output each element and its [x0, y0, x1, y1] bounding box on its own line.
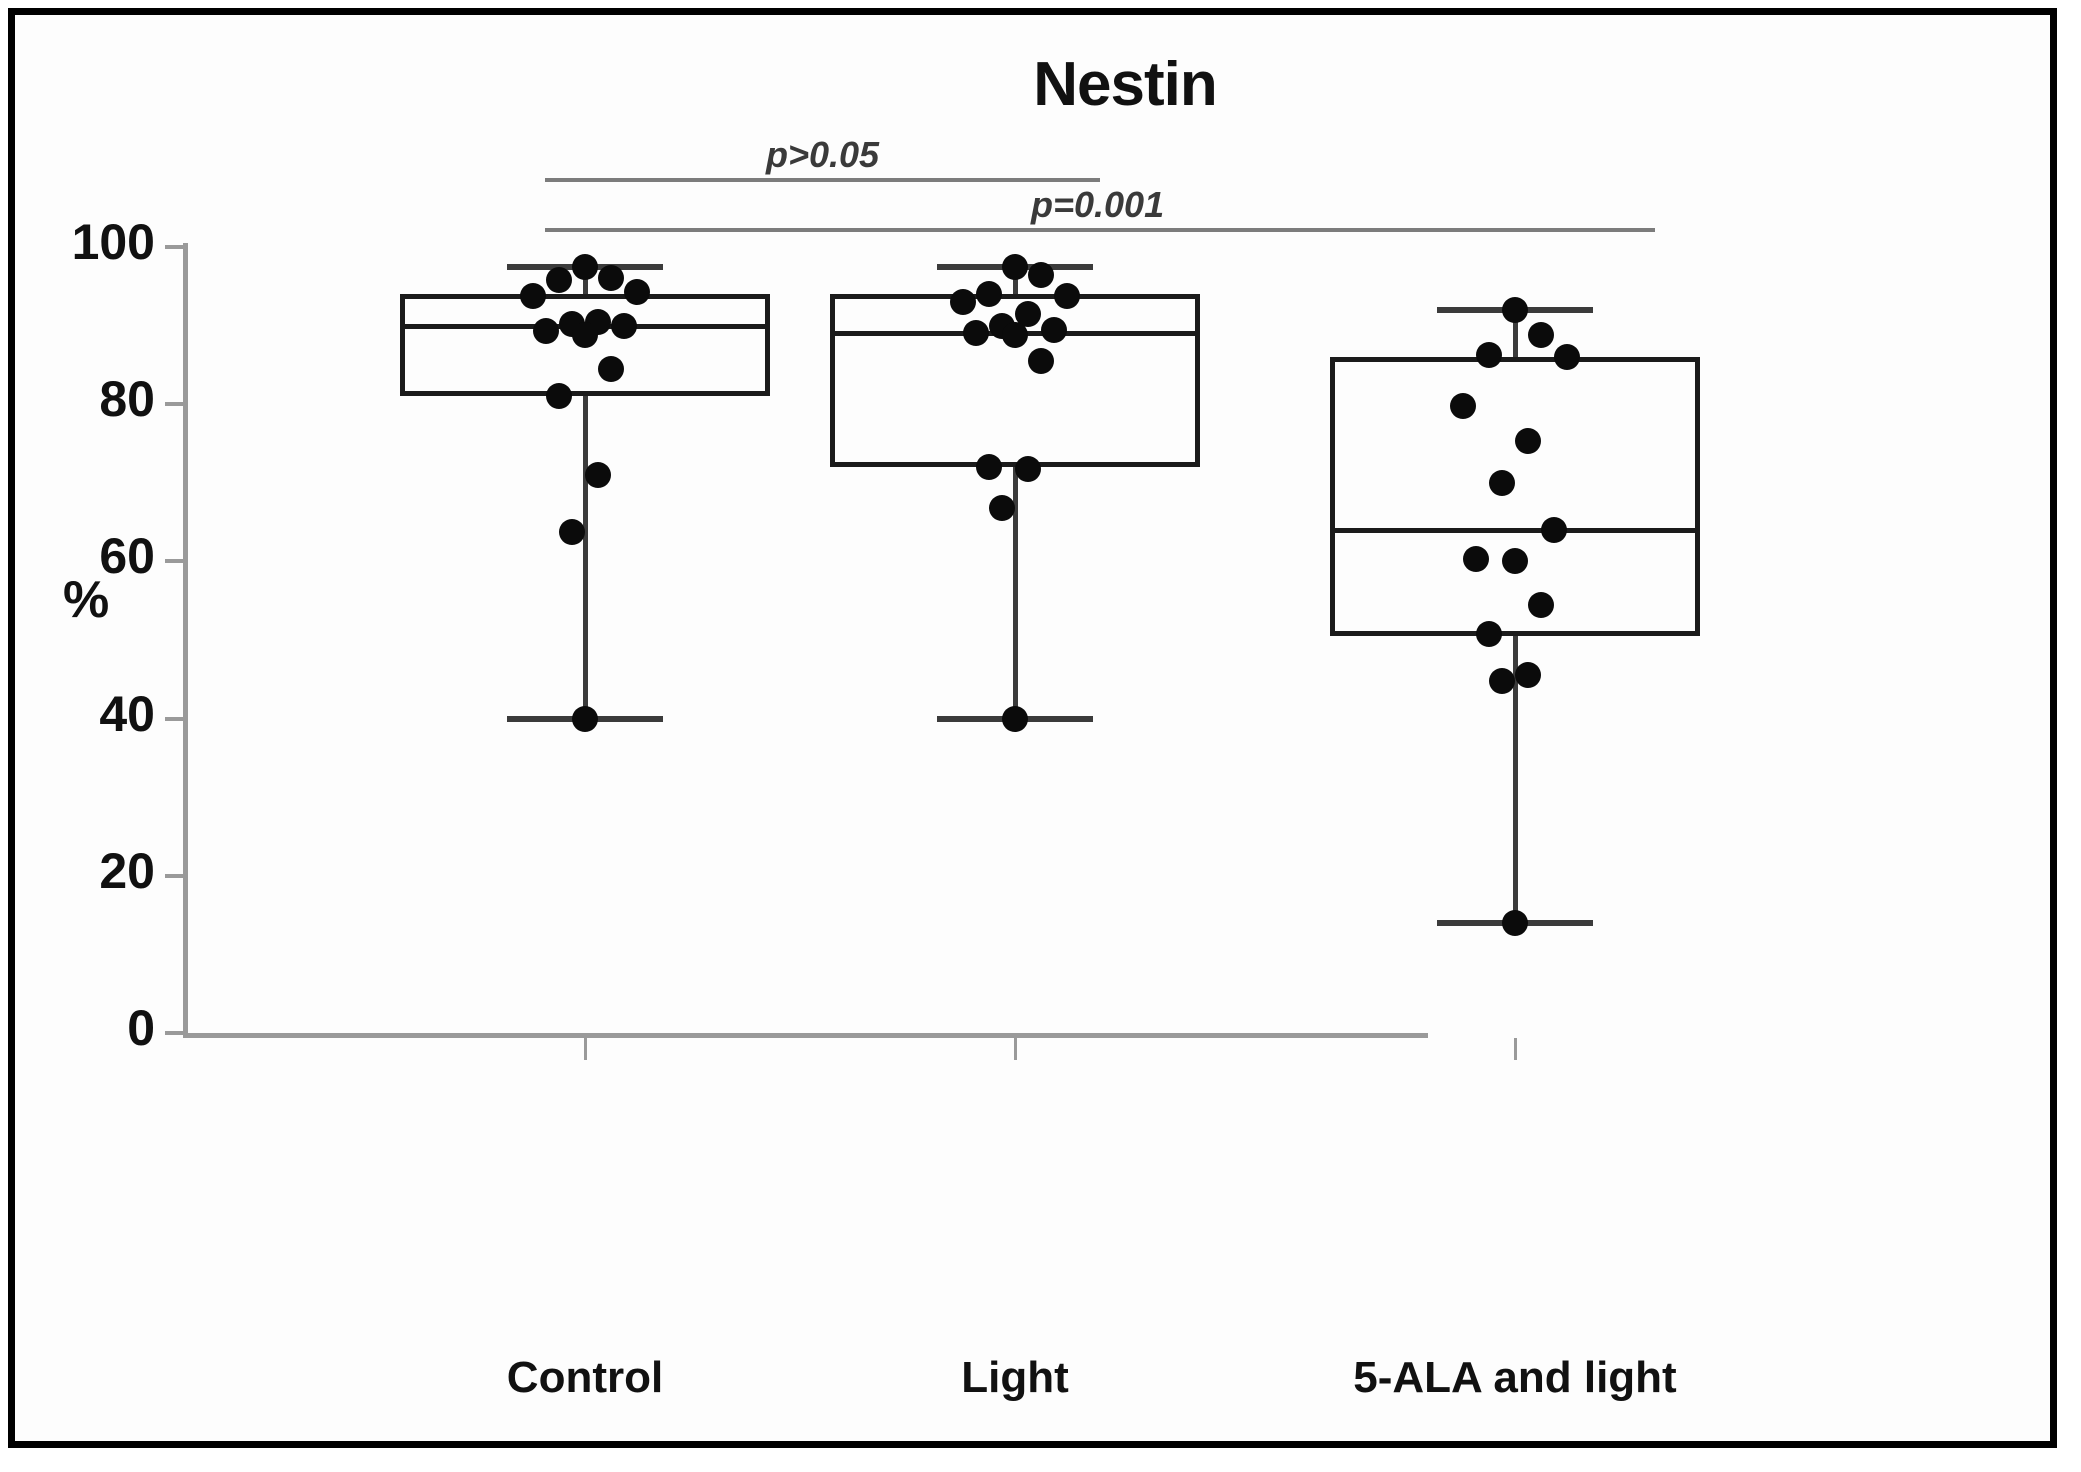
y-axis	[183, 243, 188, 1038]
figure-frame: Nestin p>0.05 p=0.001 % 0 20 40 60 80 100 Con…	[8, 8, 2057, 1448]
data-point	[963, 320, 989, 347]
y-tick-100	[165, 245, 184, 249]
data-point	[1476, 620, 1502, 647]
data-point	[585, 461, 611, 488]
median-line-2	[1330, 527, 1700, 533]
data-point	[572, 705, 598, 732]
data-point	[1489, 469, 1515, 496]
x-tick-label-2: 5-ALA and light	[1353, 1353, 1677, 1402]
data-point	[572, 322, 598, 349]
data-point	[1002, 705, 1028, 732]
y-tick-label-0: 0	[127, 1000, 155, 1056]
x-tick-label-1: Light	[961, 1353, 1069, 1402]
data-point	[1054, 282, 1080, 309]
y-tick-40	[165, 716, 184, 721]
data-point	[546, 383, 572, 410]
x-tick-label-0: Control	[506, 1353, 664, 1402]
data-point	[1502, 296, 1528, 323]
whisker-lower-2	[1513, 636, 1518, 923]
data-point	[1515, 662, 1541, 689]
whisker-lower-0	[583, 396, 588, 719]
box-2	[1330, 357, 1700, 637]
data-point	[624, 278, 650, 305]
data-point	[950, 289, 976, 316]
box-plot-2	[15, 15, 2050, 1441]
x-tick-2	[1514, 1038, 1517, 1060]
data-point	[598, 355, 624, 382]
y-tick-60	[165, 559, 184, 564]
y-tick-80	[165, 402, 184, 407]
data-point	[1028, 261, 1054, 288]
data-point	[1041, 316, 1067, 343]
y-tick-label-80: 80	[99, 371, 155, 428]
data-point	[1554, 344, 1580, 371]
data-point	[1502, 909, 1528, 936]
y-tick-label-40: 40	[99, 685, 155, 742]
data-point	[1476, 341, 1502, 368]
data-point	[1489, 667, 1515, 694]
data-point	[1450, 392, 1476, 419]
x-tick-0	[584, 1038, 587, 1060]
whisker-upper-1	[1013, 266, 1018, 295]
data-point	[1015, 455, 1041, 482]
data-point	[1002, 253, 1028, 280]
significance-label-control-5ala: p=0.001	[1025, 184, 1171, 226]
data-point	[611, 312, 637, 339]
box-0	[400, 294, 770, 397]
y-tick-20	[165, 873, 184, 878]
data-point	[1463, 546, 1489, 573]
data-point	[1528, 322, 1554, 349]
y-tick-0	[165, 1031, 184, 1035]
data-point	[989, 494, 1015, 521]
chart-title: Nestin	[1033, 50, 1217, 119]
y-tick-label-20: 20	[99, 842, 155, 899]
significance-label-control-light: p>0.05	[760, 134, 886, 176]
data-point	[559, 518, 585, 545]
data-point	[1028, 347, 1054, 374]
y-tick-label-60: 60	[99, 528, 155, 585]
data-point	[1002, 322, 1028, 349]
y-axis-label: %	[63, 571, 110, 629]
data-point	[1528, 591, 1554, 618]
box-plot-1	[15, 15, 2050, 1441]
data-point	[572, 253, 598, 280]
whisker-lower-1	[1013, 467, 1018, 719]
x-axis	[183, 1033, 1428, 1038]
plot-area: Nestin p>0.05 p=0.001 % 0 20 40 60 80 100 Con…	[15, 15, 2050, 1441]
data-point	[546, 267, 572, 293]
y-tick-label-100: 100	[71, 214, 155, 270]
data-point	[976, 281, 1002, 308]
data-point	[533, 318, 559, 345]
data-point	[976, 454, 1002, 481]
significance-line-control-5ala	[545, 228, 1655, 232]
x-tick-1	[1014, 1038, 1017, 1060]
box-plot-0	[15, 15, 2050, 1441]
whisker-upper-0	[583, 266, 588, 295]
data-point	[598, 265, 624, 292]
data-point	[520, 282, 546, 309]
whisker-upper-2	[1513, 309, 1518, 358]
data-point	[1502, 548, 1528, 575]
data-point	[1515, 428, 1541, 455]
significance-line-control-light	[545, 178, 1100, 182]
data-point	[1541, 516, 1567, 543]
